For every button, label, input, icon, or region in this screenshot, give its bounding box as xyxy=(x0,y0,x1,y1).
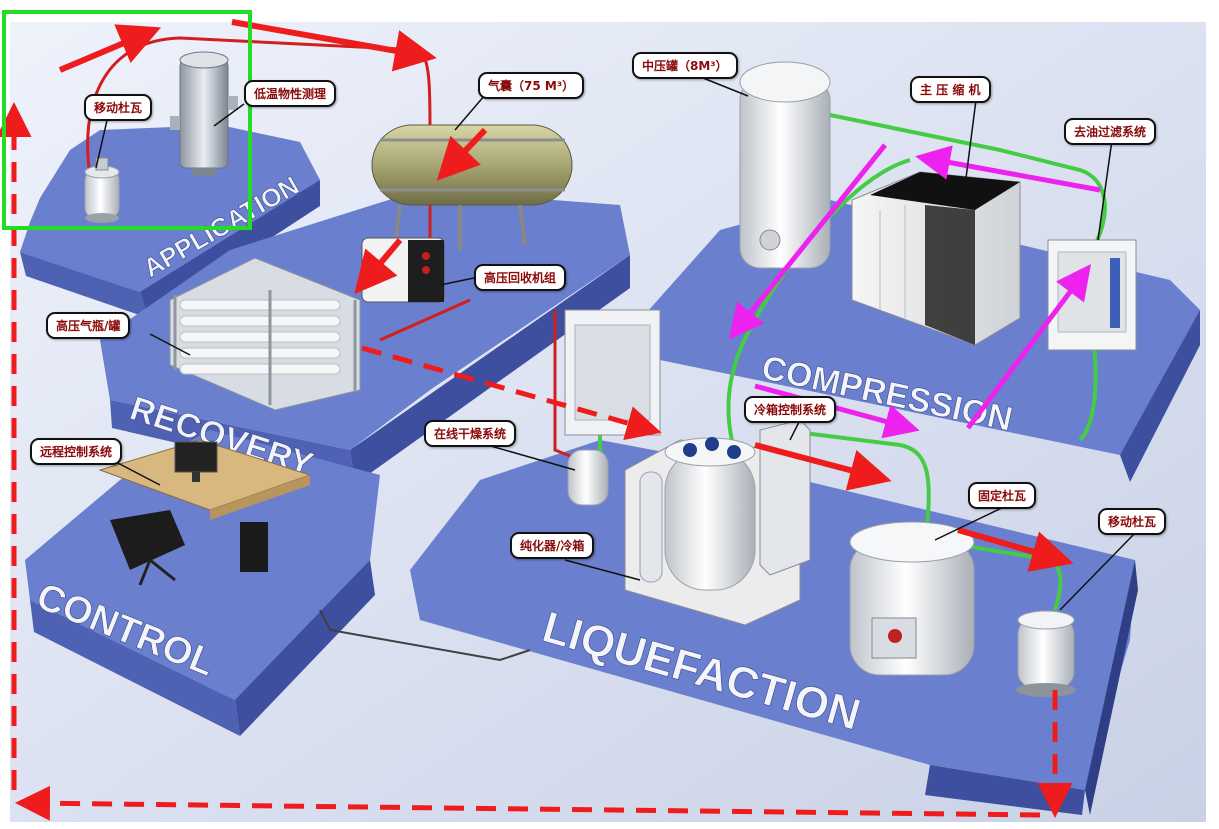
magenta-arrow-up-right xyxy=(966,264,1091,430)
callout-leaders xyxy=(95,71,1139,611)
flow-arrow-to-mobile-dewar xyxy=(957,527,1074,572)
oil-removal-filter xyxy=(1047,239,1137,351)
platform-control xyxy=(25,430,380,736)
callout-gas-bag: 气囊（75 M³） xyxy=(478,72,585,99)
flow-arrow-to-cylinders xyxy=(354,238,403,295)
purifier-coldbox xyxy=(624,437,801,626)
callout-low-temp-physics: 低温物性测理 xyxy=(244,80,337,107)
callout-mobile-dewar-top: 移动杜瓦 xyxy=(84,94,153,121)
callout-purifier-coldbox: 纯化器/冷箱 xyxy=(510,532,595,559)
mobile-dewar-right xyxy=(1016,610,1076,697)
cold-box-control-cabinet xyxy=(759,419,811,576)
fixed-dewar xyxy=(849,521,975,676)
callout-mobile-dewar-right: 移动杜瓦 xyxy=(1098,508,1167,535)
red-dashed-arrows xyxy=(0,102,1073,821)
callout-fixed-dewar: 固定杜瓦 xyxy=(968,482,1037,509)
dashed-arrow-bottom-left xyxy=(15,785,1041,821)
callout-cold-box-control: 冷箱控制系统 xyxy=(744,396,837,423)
dashed-arrow-cylinders-to-purifier xyxy=(361,345,662,441)
magenta-flow-arrows xyxy=(728,143,1101,439)
flow-arrow-balloon-in xyxy=(436,127,488,181)
flow-arrow-top-right xyxy=(231,19,437,72)
dryer-panel xyxy=(564,309,661,506)
high-pressure-cylinders xyxy=(169,257,361,411)
callout-main-compressor: 主 压 缩 机 xyxy=(910,76,991,103)
magenta-arrow-down-left xyxy=(728,143,887,340)
red-flow-arrows xyxy=(58,19,1074,572)
callout-online-dryer: 在线干燥系统 xyxy=(424,420,517,447)
cryostat xyxy=(170,51,238,176)
callout-high-pressure-cylinders: 高压气瓶/罐 xyxy=(46,312,131,339)
application-highlight-box xyxy=(2,10,252,230)
flow-arrow-coldbox-right xyxy=(754,442,892,491)
callout-high-pressure-recovery: 高压回收机组 xyxy=(474,264,567,291)
callout-remote-control: 远程控制系统 xyxy=(30,438,123,465)
main-compressor xyxy=(851,171,1021,346)
control-cable xyxy=(319,609,531,662)
control-desk xyxy=(98,439,312,586)
medium-pressure-tank xyxy=(739,61,831,269)
flow-arrow-dewar-up xyxy=(58,24,162,73)
mobile-dewar-left xyxy=(84,157,120,223)
magenta-arrow-left xyxy=(915,145,1101,193)
callout-oil-removal: 去油过滤系统 xyxy=(1064,118,1157,145)
callout-medium-pressure-tank: 中压罐（8M³） xyxy=(632,52,738,79)
